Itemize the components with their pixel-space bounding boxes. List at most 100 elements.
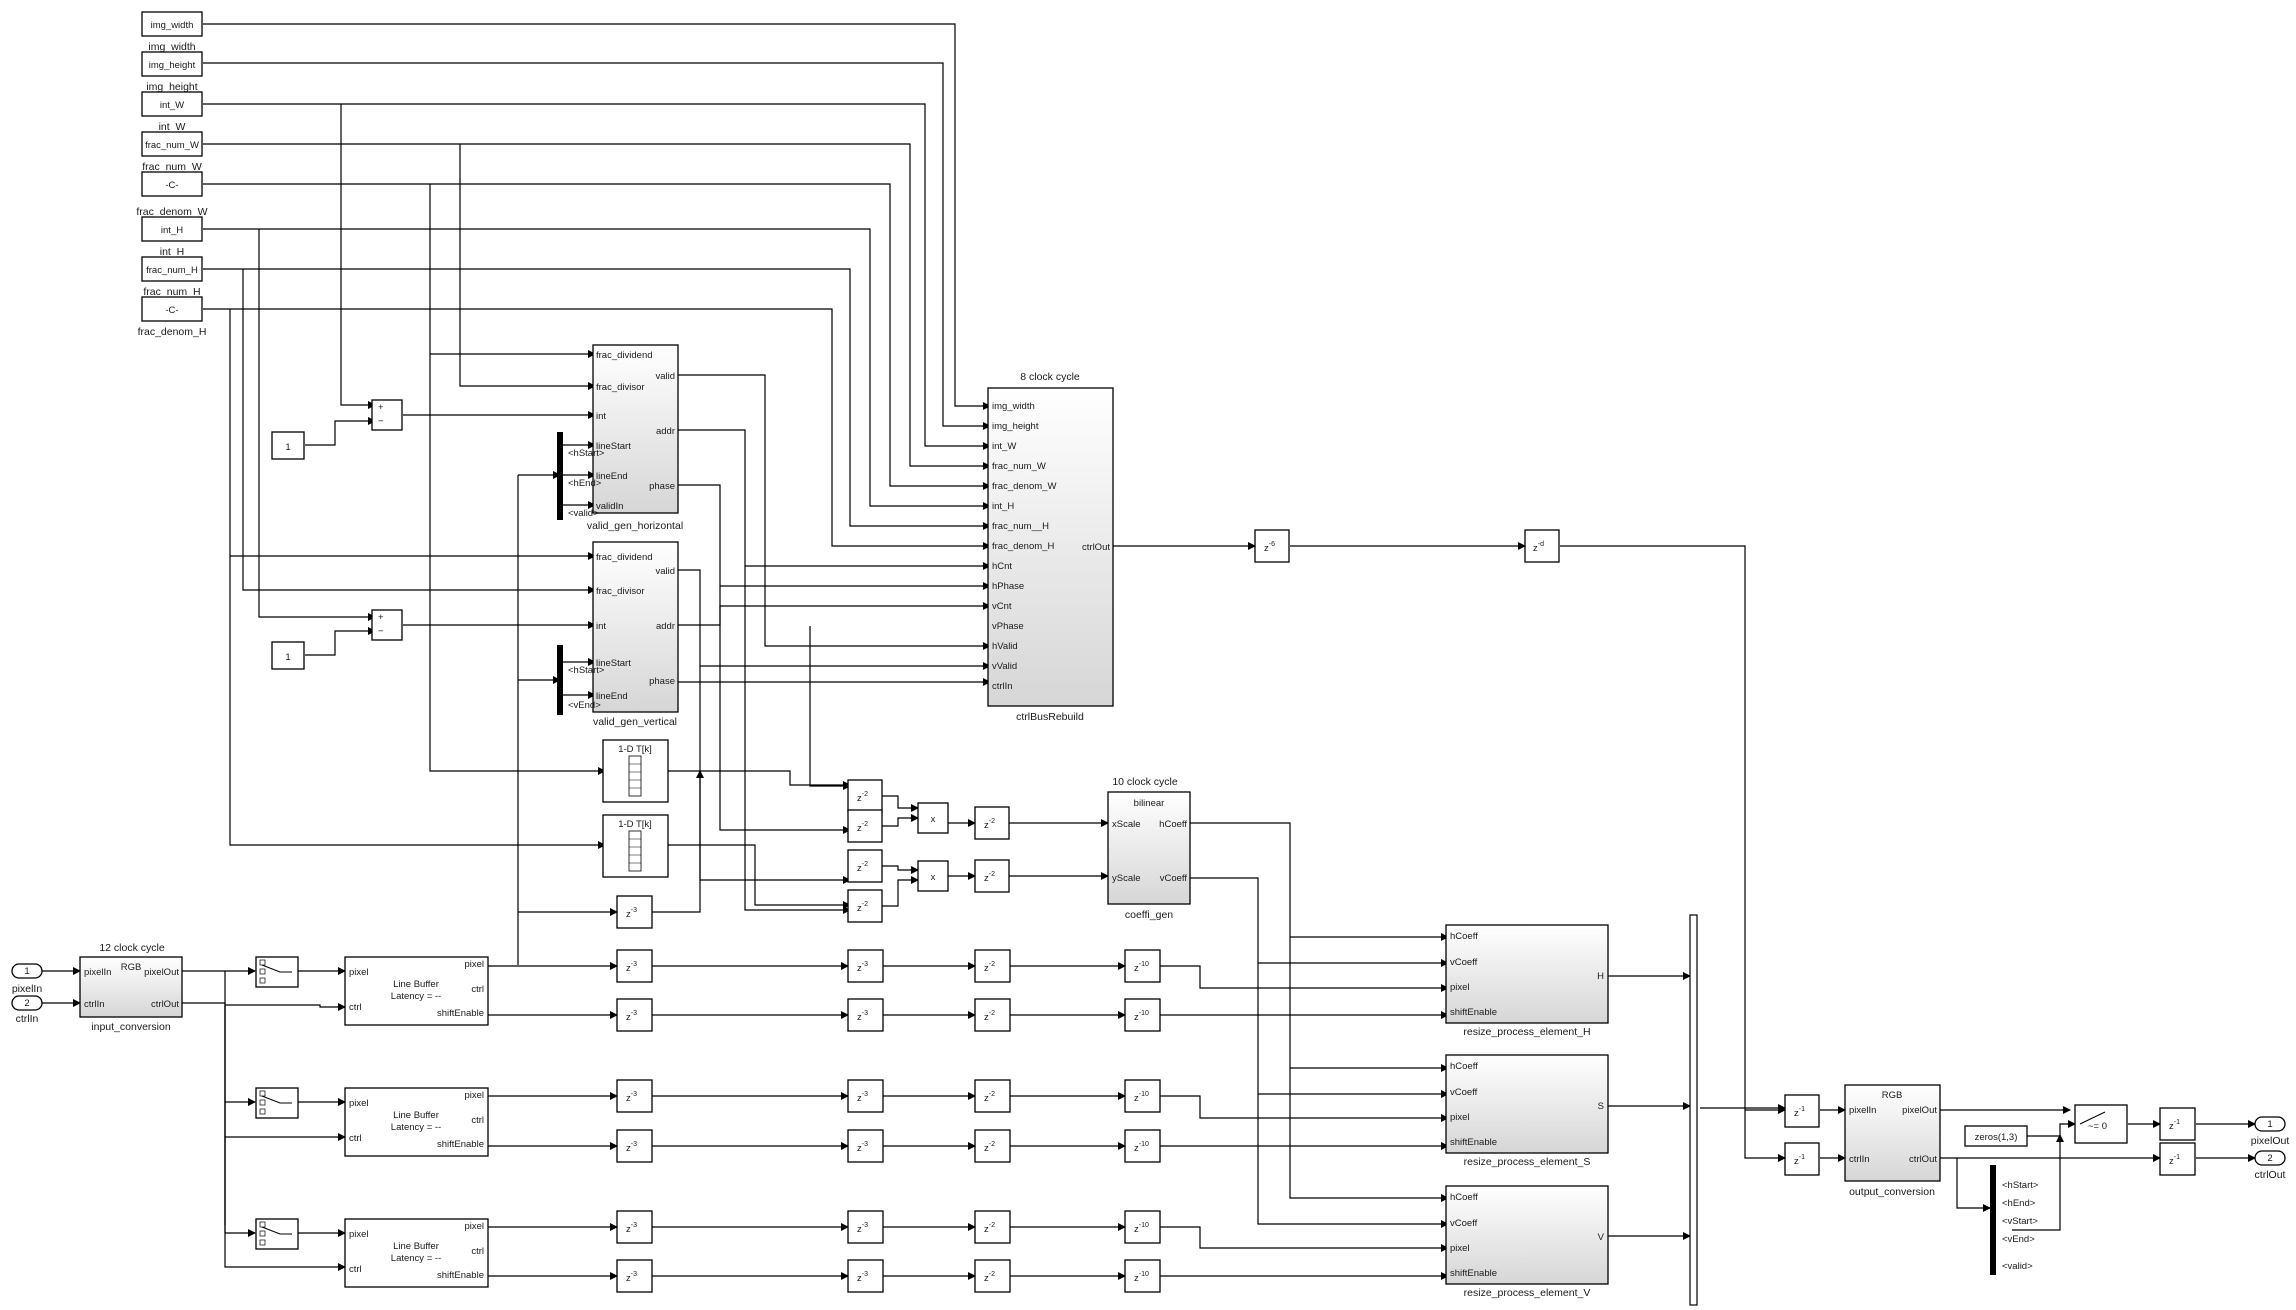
delay-z2-coeff-4[interactable]: z-2 xyxy=(974,806,1010,840)
svg-text:hCoeff: hCoeff xyxy=(1159,819,1187,830)
svg-text:ctrl: ctrl xyxy=(349,1264,362,1275)
delay-z1-final-a[interactable]: z-1 xyxy=(2159,1107,2196,1141)
one-block-1[interactable]: 1 xyxy=(271,431,305,460)
inport-pixelIn[interactable]: 1 pixelIn xyxy=(11,963,43,995)
delay-r3-c1[interactable]: z-3 xyxy=(847,1129,884,1163)
bus-selector-v[interactable]: <hStart> <vEnd> xyxy=(557,645,605,715)
multiport-switch-0[interactable] xyxy=(255,956,299,988)
ctrl-bus-rebuild[interactable]: 8 clock cycle img_widthimg_heightint_Wfr… xyxy=(987,371,1114,723)
subtract-block-h[interactable]: + − xyxy=(371,399,403,431)
subtract-block-v[interactable]: + − xyxy=(371,609,403,641)
svg-text:pixelOut: pixelOut xyxy=(144,967,179,978)
svg-text:z-2: z-2 xyxy=(984,961,995,974)
delay-r0-c0[interactable]: z-3 xyxy=(616,949,653,983)
bus-selector-h[interactable]: <hStart> <hEnd> <valid> xyxy=(557,432,605,520)
delay-r2-c2[interactable]: z-2 xyxy=(974,1079,1011,1113)
delay-z1-b[interactable]: z-1 xyxy=(1784,1142,1820,1176)
delay-r5-c2[interactable]: z-2 xyxy=(974,1259,1011,1293)
svg-text:vCoeff: vCoeff xyxy=(1450,1218,1478,1229)
svg-text:z-3: z-3 xyxy=(857,1010,868,1023)
constant-block-0[interactable]: img_width xyxy=(141,11,203,37)
delay-r1-c2[interactable]: z-2 xyxy=(974,998,1011,1032)
one-block-2[interactable]: 1 xyxy=(271,641,305,670)
svg-text:<hStart>: <hStart> xyxy=(2002,1180,2039,1191)
coeff-gen[interactable]: 10 clock cycle bilinear xScale yScale hC… xyxy=(1107,776,1191,921)
svg-text:z-2: z-2 xyxy=(984,871,995,884)
svg-text:z-2: z-2 xyxy=(857,901,868,914)
delay-r2-c3[interactable]: z-10 xyxy=(1124,1079,1161,1113)
outport-pixelOut[interactable]: 1 pixelOut xyxy=(2251,1116,2290,1147)
delay-r4-c1[interactable]: z-3 xyxy=(847,1210,884,1244)
constant-block-7[interactable]: -C-frac_num_H xyxy=(141,286,203,322)
delay-z1-a[interactable]: z-1 xyxy=(1784,1094,1820,1128)
delay-z2-coeff-0[interactable]: z-2 xyxy=(847,779,883,813)
inport-ctrlIn[interactable]: 2 ctrlIn xyxy=(11,995,43,1025)
delay-z2-coeff-2[interactable]: z-2 xyxy=(847,849,883,883)
delay-z2-coeff-5[interactable]: z-2 xyxy=(974,859,1010,893)
delay-r4-c3[interactable]: z-10 xyxy=(1124,1210,1161,1244)
resize-process-element-1[interactable]: hCoeffvCoeffpixelshiftEnableSresize_proc… xyxy=(1445,1054,1609,1168)
multiport-switch-2[interactable] xyxy=(255,1218,299,1250)
delay-z1-final-b[interactable]: z-1 xyxy=(2159,1142,2196,1176)
delay-r2-c0[interactable]: z-3 xyxy=(616,1079,653,1113)
svg-text:frac_dividend: frac_dividend xyxy=(596,350,653,361)
delay-r5-c1[interactable]: z-3 xyxy=(847,1259,884,1293)
multiport-switch-1[interactable] xyxy=(255,1087,299,1119)
delay-r1-c0[interactable]: z-3 xyxy=(616,998,653,1032)
resize-process-element-0[interactable]: hCoeffvCoeffpixelshiftEnableHresize_proc… xyxy=(1445,924,1609,1038)
bus-selector-out[interactable]: <hStart> <hEnd> <vStart> <vEnd> <valid> xyxy=(1990,1165,2039,1275)
delay-zd[interactable]: z-d xyxy=(1524,529,1560,563)
delay-r4-c2[interactable]: z-2 xyxy=(974,1210,1011,1244)
product-2[interactable]: x xyxy=(917,860,949,892)
svg-text:z-1: z-1 xyxy=(1794,1106,1805,1119)
delay-r0-c3[interactable]: z-10 xyxy=(1124,949,1161,983)
delay-z6[interactable]: z-6 xyxy=(1254,529,1290,563)
delay-r4-c0[interactable]: z-3 xyxy=(616,1210,653,1244)
zeros-constant[interactable]: zeros(1,3) xyxy=(1964,1125,2028,1147)
product-1[interactable]: x xyxy=(917,802,949,834)
svg-text:z-10: z-10 xyxy=(1134,1010,1149,1023)
delay-r0-c2[interactable]: z-2 xyxy=(974,949,1011,983)
delay-r5-c3[interactable]: z-10 xyxy=(1124,1259,1161,1293)
delay-r3-c3[interactable]: z-10 xyxy=(1124,1129,1161,1163)
delay-z2-coeff-3[interactable]: z-2 xyxy=(847,889,883,923)
delay-r1-c1[interactable]: z-3 xyxy=(847,998,884,1032)
output-switch[interactable]: ~= 0 xyxy=(2074,1104,2128,1144)
svg-text:coeffi_gen: coeffi_gen xyxy=(1125,909,1173,921)
valid-gen-vertical[interactable]: frac_dividend frac_divisor int lineStart… xyxy=(592,541,679,728)
svg-text:ctrlIn: ctrlIn xyxy=(1849,1154,1870,1165)
outport-ctrlOut[interactable]: 2 ctrlOut xyxy=(2254,1150,2286,1181)
delay-r5-c0[interactable]: z-3 xyxy=(616,1259,653,1293)
svg-text:8 clock cycle: 8 clock cycle xyxy=(1020,371,1080,383)
delay-r1-c3[interactable]: z-10 xyxy=(1124,998,1161,1032)
delay-r3-c2[interactable]: z-2 xyxy=(974,1129,1011,1163)
delay-z3-top[interactable]: z-3 xyxy=(616,895,653,929)
delay-r0-c1[interactable]: z-3 xyxy=(847,949,884,983)
constant-block-4[interactable]: -C-frac_num_W xyxy=(141,161,203,197)
valid-gen-horizontal[interactable]: frac_dividend frac_divisor int lineStart… xyxy=(587,344,683,532)
svg-text:pixelIn: pixelIn xyxy=(1849,1105,1876,1116)
svg-text:1: 1 xyxy=(2267,1119,2272,1130)
svg-text:2: 2 xyxy=(24,998,29,1009)
svg-text:z-1: z-1 xyxy=(2169,1119,2180,1132)
svg-text:yScale: yScale xyxy=(1112,873,1141,884)
output-conversion[interactable]: RGB pixelIn ctrlIn pixelOut ctrlOut outp… xyxy=(1844,1084,1941,1198)
delay-r2-c1[interactable]: z-3 xyxy=(847,1079,884,1113)
mux-bus[interactable] xyxy=(1689,914,1698,1306)
lookup-table-1[interactable]: 1-D T[k] xyxy=(602,739,669,803)
lookup-table-2[interactable]: 1-D T[k] xyxy=(602,814,669,878)
svg-text:ctrl: ctrl xyxy=(349,1002,362,1013)
input-conversion[interactable]: 12 clock cycle RGB pixelIn ctrlIn pixelO… xyxy=(79,942,183,1033)
resize-process-element-2[interactable]: hCoeffvCoeffpixelshiftEnableVresize_proc… xyxy=(1445,1185,1609,1299)
cbr-port-7: frac_denom_H xyxy=(992,541,1054,552)
delay-z2-coeff-1[interactable]: z-2 xyxy=(847,809,883,843)
delay-r3-c0[interactable]: z-3 xyxy=(616,1129,653,1163)
